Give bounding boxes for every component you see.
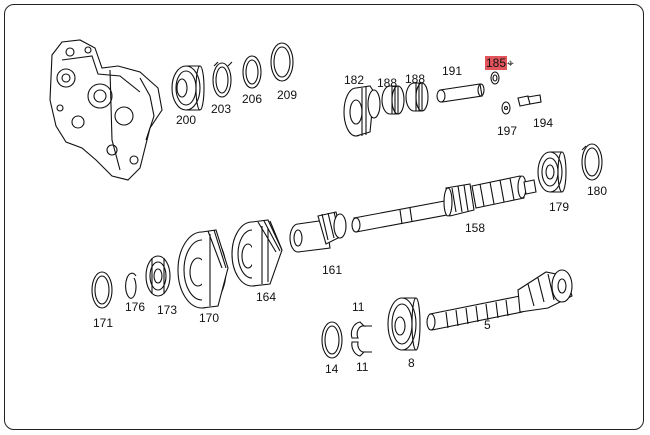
part-206-ring [242, 55, 262, 89]
label-170: 170 [199, 311, 220, 325]
label-14: 14 [325, 362, 339, 376]
part-11-split-ring [350, 321, 372, 357]
label-209: 209 [277, 88, 298, 102]
label-171: 171 [93, 316, 114, 330]
part-179-bearing [537, 151, 567, 193]
label-203: 203 [211, 102, 232, 116]
label-197: 197 [497, 124, 518, 138]
label-11-bottom: 11 [356, 360, 369, 374]
part-164-gear [231, 219, 283, 287]
part-161-sleeve-gear [289, 211, 347, 253]
label-185: 185 [485, 56, 508, 70]
quartered-circle-icon: ⌖ [507, 56, 514, 70]
part-8-bearing [387, 297, 421, 351]
part-170-gear [177, 229, 229, 309]
part-194-bolt [517, 94, 542, 107]
label-8: 8 [408, 356, 415, 370]
label-161: 161 [322, 263, 343, 277]
part-180-circlip [581, 143, 603, 181]
label-5: 5 [484, 318, 491, 332]
label-180: 180 [587, 184, 608, 198]
label-188-b: 188 [405, 72, 426, 86]
part-171-ring [91, 271, 113, 309]
part-209-ring [270, 42, 294, 82]
label-11-top: 11 [352, 300, 365, 314]
part-185-washer [490, 71, 500, 85]
part-188-needle-bearing-b [405, 82, 429, 112]
part-14-ring [321, 321, 343, 359]
label-185-wrap: 185⌖ [485, 56, 514, 70]
part-197-washer [501, 101, 511, 115]
part-158-shaft [351, 175, 537, 233]
part-182-gear [343, 85, 381, 137]
part-5-input-shaft [426, 269, 573, 331]
label-194: 194 [533, 116, 554, 130]
label-179: 179 [549, 200, 570, 214]
label-164: 164 [256, 290, 277, 304]
part-191-pin [436, 83, 485, 103]
housing-part [49, 39, 163, 181]
label-188-a: 188 [377, 76, 398, 90]
label-158: 158 [465, 221, 486, 235]
part-188-needle-bearing-a [381, 85, 405, 115]
part-173-bearing [145, 255, 171, 297]
part-200-bearing [171, 65, 205, 111]
label-206: 206 [242, 92, 263, 106]
part-176-circlip [125, 272, 137, 299]
label-173: 173 [157, 303, 178, 317]
label-191: 191 [442, 64, 463, 78]
part-203-circlip [212, 61, 233, 98]
label-200: 200 [176, 113, 197, 127]
label-176: 176 [125, 300, 146, 314]
label-182: 182 [344, 73, 365, 87]
